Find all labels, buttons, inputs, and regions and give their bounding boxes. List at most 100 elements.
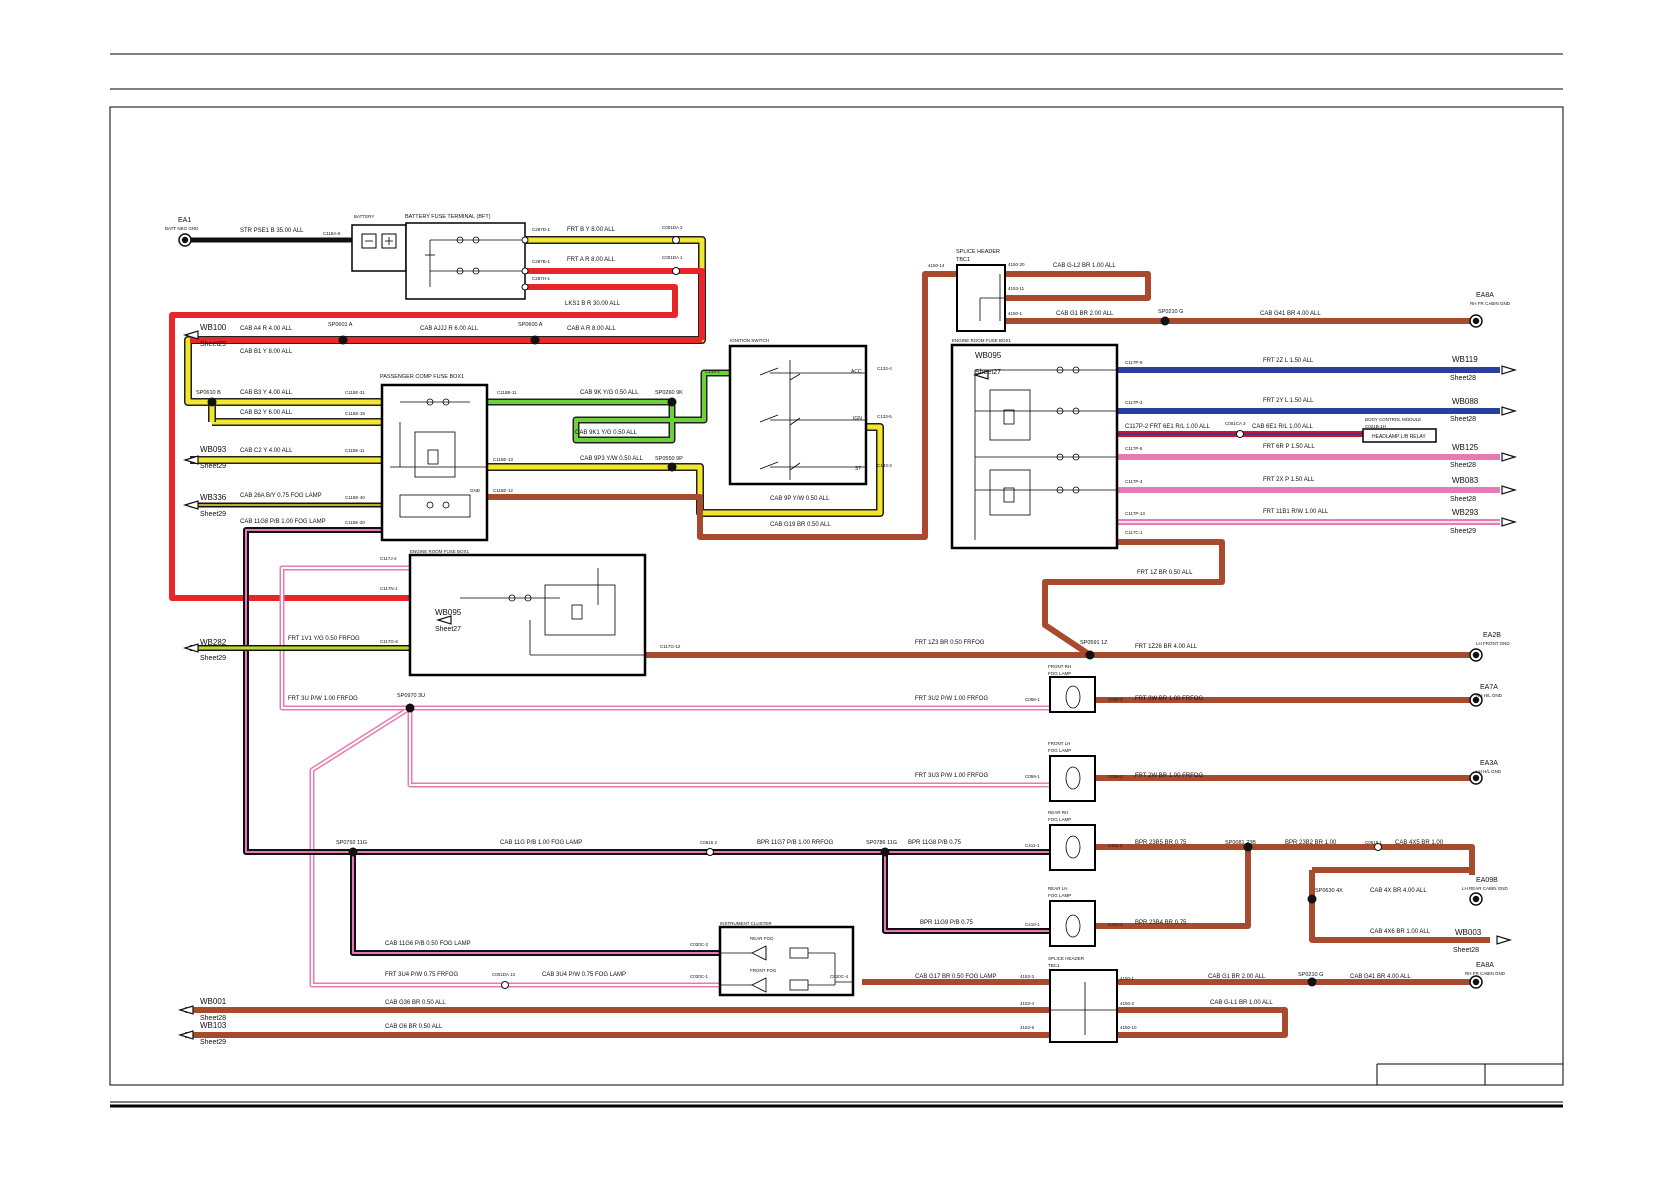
diagram-label: C115E-40 bbox=[345, 495, 365, 500]
wire-group-pink-black bbox=[243, 527, 1050, 956]
diagram-label: C117G-6 bbox=[380, 639, 398, 644]
diagram-label: C133-5 bbox=[877, 414, 892, 419]
diagram-label: C059-1 bbox=[1025, 774, 1040, 779]
diagram-label: FRT 3U4 P/W 0.75 FRFOG bbox=[385, 972, 458, 978]
component-internals bbox=[365, 236, 1117, 1035]
diagram-label: C115E-12 bbox=[493, 488, 513, 493]
diagram-label: C117C-1 bbox=[1125, 530, 1143, 535]
diagram-label: FRT 1Z3 BR 0.50 FRFOG bbox=[915, 640, 985, 646]
diagram-label: FRT 1Z26 BR 4.00 ALL bbox=[1135, 644, 1198, 650]
diagram-label: C115E-13 bbox=[493, 457, 513, 462]
components bbox=[351, 222, 1437, 1043]
diagram-label: BODY CONTROL MODULE bbox=[1365, 417, 1421, 422]
wire-group-red bbox=[169, 268, 705, 601]
diagram-label: WB088 bbox=[1452, 397, 1479, 406]
diagram-label: EA3A bbox=[1480, 760, 1498, 767]
diagram-label: TBC1 bbox=[1048, 963, 1060, 968]
diagram-label: BPR 23B2 BR 1.00 bbox=[1285, 840, 1337, 846]
diagram-label: LH FRONT GND bbox=[1476, 641, 1510, 646]
diagram-label: CAB 4X5 BR 1.00 bbox=[1395, 840, 1444, 846]
diagram-label: C115E-31 bbox=[345, 390, 365, 395]
diagram-label: RH FR CABIN GND bbox=[1465, 971, 1506, 976]
diagram-label: WB093 bbox=[200, 445, 227, 454]
diagram-label: REAR LH bbox=[1048, 886, 1068, 891]
diagram-label: TBC1 bbox=[956, 257, 970, 263]
diagram-label: LH H/L GND bbox=[1476, 769, 1502, 774]
diagram-label: C115E-19 bbox=[345, 411, 365, 416]
diagram-label: 4150-1 bbox=[1120, 976, 1135, 981]
diagram-label: C117P-9 bbox=[1125, 360, 1143, 365]
diagram-label: BPR 23B5 BR 0.75 bbox=[1135, 840, 1187, 846]
diagram-label: ACC bbox=[851, 369, 862, 375]
diagram-label: SP0792 11G bbox=[336, 840, 367, 846]
diagram-label: C001DA 2 bbox=[662, 225, 683, 230]
diagram-label: FRT 2Z L 1.50 ALL bbox=[1263, 358, 1314, 364]
diagram-label: SP0610 B bbox=[196, 390, 221, 396]
diagram-label: HEADLAMP L/B RELAY bbox=[1372, 434, 1426, 440]
diagram-label: REAR FOG bbox=[750, 936, 774, 941]
diagram-label: CAB G1 BR 2.00 ALL bbox=[1208, 974, 1266, 980]
diagram-label: RH H/L GND bbox=[1476, 693, 1503, 698]
diagram-label: 4150-14 bbox=[928, 263, 945, 268]
diagram-label: STR PSE1 B 35.00 ALL bbox=[240, 228, 304, 234]
diagram-label: C117G-12 bbox=[660, 644, 681, 649]
diagram-label: Sheet28 bbox=[1450, 416, 1476, 423]
diagram-label: LH REAR CABIN GND bbox=[1462, 886, 1509, 891]
diagram-label: Sheet27 bbox=[975, 369, 1001, 376]
diagram-label: Sheet28 bbox=[1450, 375, 1476, 382]
diagram-label: Sheet28 bbox=[1450, 496, 1476, 503]
diagram-label: SP0630 4X bbox=[1315, 888, 1343, 894]
battery bbox=[351, 224, 407, 272]
rear-lh-fog-lamp bbox=[1049, 900, 1096, 947]
diagram-label: CAB G41 BR 4.00 ALL bbox=[1260, 311, 1321, 317]
diagram-label: SP0210 G bbox=[1158, 309, 1183, 315]
diagram-label: EA2B bbox=[1483, 632, 1501, 639]
diagram-label: CAB 9P Y/W 0.50 ALL bbox=[770, 496, 830, 502]
diagram-label: CAB 6E1 R/L 1.00 ALL bbox=[1252, 424, 1313, 430]
diagram-label: Sheet28 bbox=[1453, 947, 1479, 954]
diagram-label: IGN bbox=[853, 416, 862, 422]
diagram-label: SPLICE HEADER bbox=[956, 249, 1000, 255]
diagram-label: FRT 2W BR 1.00 FRFOG bbox=[1135, 773, 1203, 779]
diagram-label: 4153-3 bbox=[1020, 974, 1035, 979]
diagram-label: ENGINE ROOM FUSE BOX1 bbox=[952, 338, 1012, 343]
diagram-label: C410-2 bbox=[1108, 922, 1123, 927]
diagram-label: CAB 11G8 P/B 1.00 FOG LAMP bbox=[240, 519, 326, 525]
diagram-label: C287D-1 bbox=[532, 227, 551, 232]
diagram-label: CAB AJJJ R 6.00 ALL bbox=[420, 326, 479, 332]
diagram-label: LKS1 B R 30.00 ALL bbox=[565, 301, 621, 307]
diagram-label: FRT 3U P/W 1.00 FRFOG bbox=[288, 696, 358, 702]
diagram-label: FRT A R 8.00 ALL bbox=[567, 257, 615, 263]
diagram-label: Sheet29 bbox=[200, 1039, 226, 1046]
diagram-label: C117P-13 bbox=[1125, 511, 1145, 516]
ignition-switch bbox=[728, 344, 868, 486]
diagram-label: WB095 bbox=[975, 351, 1002, 360]
diagram-label: WB003 bbox=[1455, 928, 1482, 937]
diagram-label: 4153-11 bbox=[1008, 286, 1025, 291]
diagram-label: FRT 2X P 1.50 ALL bbox=[1263, 477, 1315, 483]
diagram-label: BPR 11G7 P/B 1.00 RRFOG bbox=[757, 840, 834, 846]
diagram-label: C115B-11 bbox=[497, 390, 517, 395]
diagram-label: BPR 11G8 P/B 0.75 bbox=[908, 840, 962, 846]
diagram-label: CAB 11G P/B 1.00 FOG LAMP bbox=[500, 840, 582, 846]
diagram-label: INSTRUMENT CLUSTER bbox=[720, 921, 772, 926]
diagram-label: C287H-1 bbox=[532, 276, 551, 281]
diagram-label: 4150-2 bbox=[1120, 1001, 1135, 1006]
diagram-label: C117N-1 bbox=[380, 586, 398, 591]
diagram-label: FRT 11B1 R/W 1.00 ALL bbox=[1263, 509, 1329, 515]
diagram-label: 4152-9 bbox=[1020, 1025, 1035, 1030]
diagram-label: C001CA 3 bbox=[1225, 421, 1246, 426]
diagram-label: CAB B1 Y 8.00 ALL bbox=[240, 349, 293, 355]
diagram-label: CAB G17 BR 0.50 FOG LAMP bbox=[915, 974, 996, 980]
diagram-label: Sheet29 bbox=[200, 341, 226, 348]
diagram-label: 4150-20 bbox=[1008, 262, 1025, 267]
diagram-label: C058-2 bbox=[1108, 697, 1123, 702]
diagram-label: CAB B3 Y 4.00 ALL bbox=[240, 390, 293, 396]
diagram-label: CAB 26A B/Y 0.75 FOG LAMP bbox=[240, 493, 322, 499]
diagram-label: WB336 bbox=[200, 493, 227, 502]
diagram-label: CAB C2 Y 4.00 ALL bbox=[240, 448, 293, 454]
diagram-label: WB095 bbox=[435, 608, 462, 617]
diagram-label: C020C-2 bbox=[690, 942, 709, 947]
diagram-label: FRT 3U2 P/W 1.00 FRFOG bbox=[915, 696, 988, 702]
diagram-label: BPR 23B4 BR 0.75 bbox=[1135, 920, 1187, 926]
